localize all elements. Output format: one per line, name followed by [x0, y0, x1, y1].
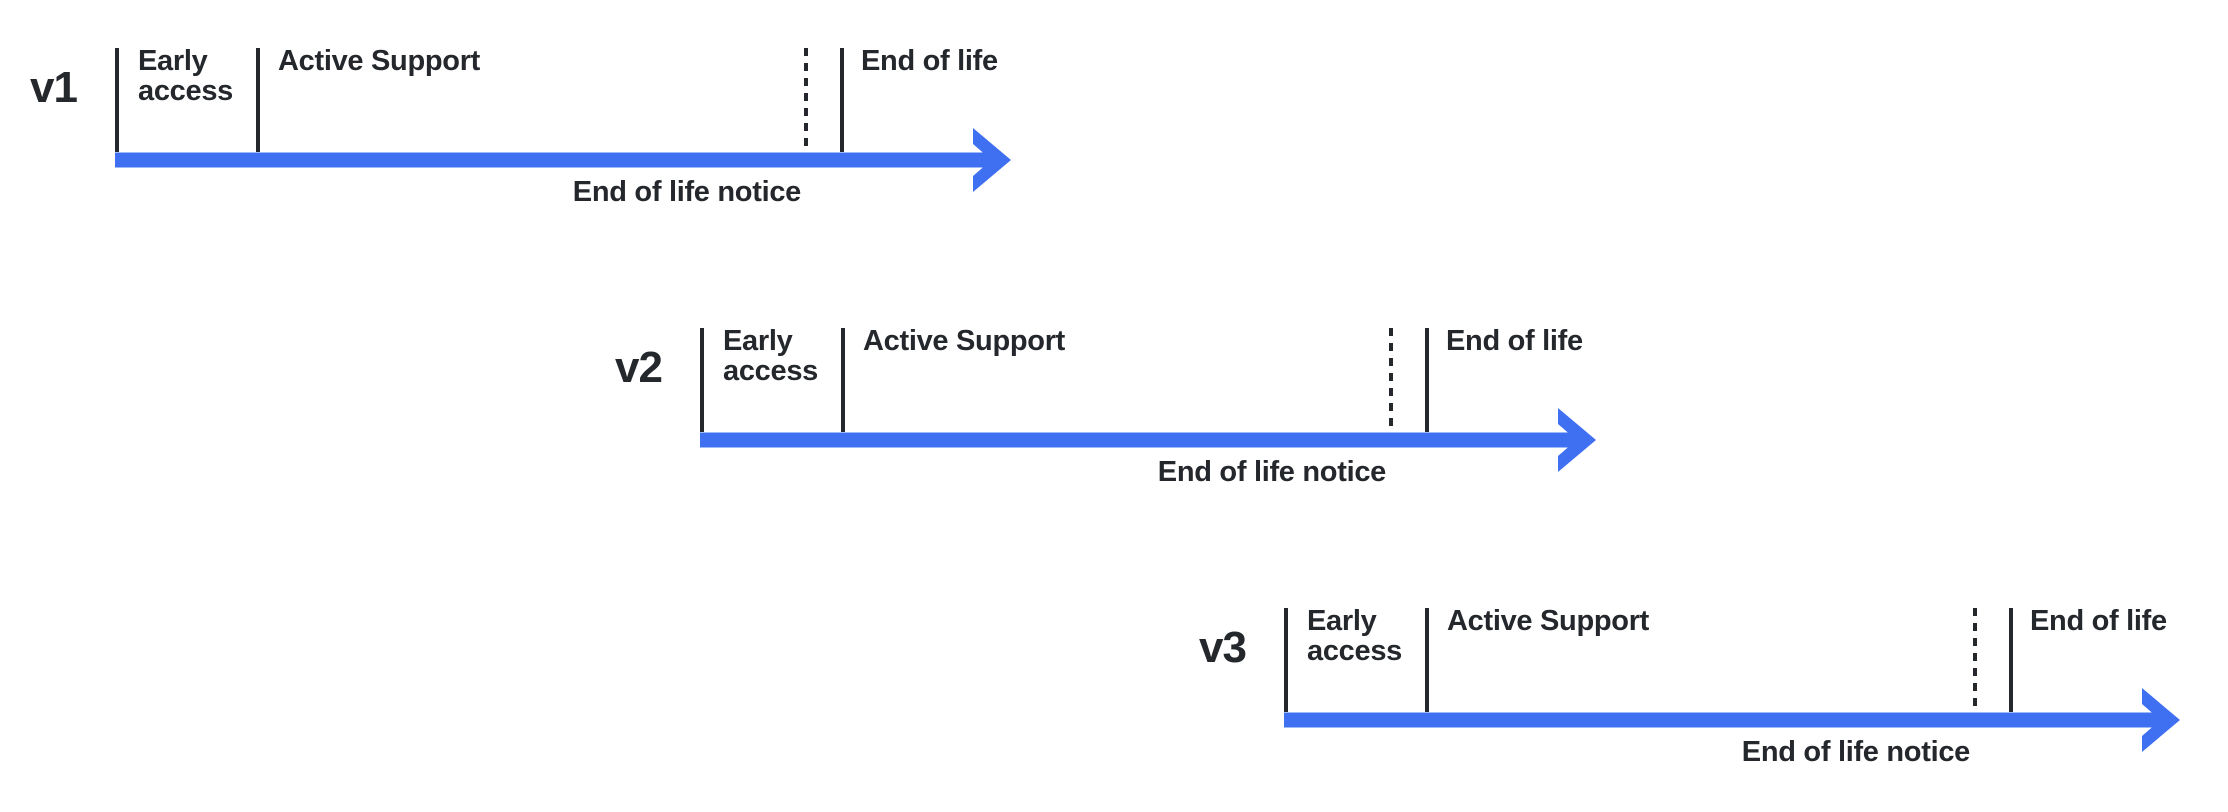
end-of-life-notice-label: End of life notice — [572, 176, 802, 208]
eol-notice-dashed-line — [804, 48, 808, 149]
end-of-life-tick — [2009, 608, 2013, 712]
release-start-tick — [115, 48, 119, 152]
version-label: v2 — [615, 343, 663, 392]
eol-notice-dashed-line — [1389, 328, 1393, 429]
eol-notice-dashed-line — [1973, 608, 1977, 709]
early-access-label: Early access — [1307, 605, 1402, 667]
active-support-start-tick — [256, 48, 260, 152]
release-start-tick — [1284, 608, 1288, 712]
early-access-label: Early access — [138, 45, 233, 107]
end-of-life-label: End of life — [1446, 325, 1583, 357]
timeline-arrow-icon — [1284, 688, 2180, 752]
version-timeline: v2 Early access Active Support End of li… — [615, 325, 1620, 508]
timeline-arrow-icon — [115, 128, 1011, 192]
active-support-label: Active Support — [1447, 605, 1650, 637]
version-label: v3 — [1199, 623, 1247, 672]
release-start-tick — [700, 328, 704, 432]
early-access-label: Early access — [723, 325, 818, 387]
active-support-label: Active Support — [278, 45, 481, 77]
version-timeline: v1 Early access Active Support End of li… — [30, 45, 1035, 228]
active-support-start-tick — [841, 328, 845, 432]
timeline-arrow-icon — [700, 408, 1596, 472]
end-of-life-label: End of life — [2030, 605, 2167, 637]
end-of-life-tick — [840, 48, 844, 152]
active-support-start-tick — [1425, 608, 1429, 712]
version-timeline: v3 Early access Active Support End of li… — [1199, 605, 2204, 788]
version-label: v1 — [30, 63, 78, 112]
active-support-label: Active Support — [863, 325, 1066, 357]
end-of-life-notice-label: End of life notice — [1157, 456, 1387, 488]
end-of-life-tick — [1425, 328, 1429, 432]
end-of-life-label: End of life — [861, 45, 998, 77]
end-of-life-notice-label: End of life notice — [1741, 736, 1971, 768]
